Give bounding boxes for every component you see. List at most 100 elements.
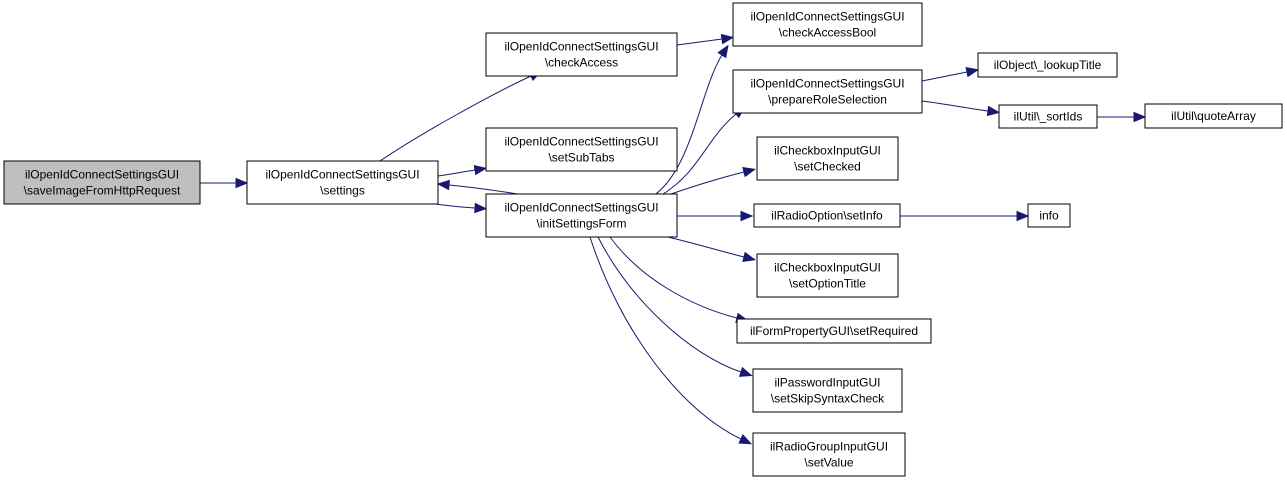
edge-initSettingsForm-to-setSkipSyntaxCheck [597, 236, 753, 377]
edge-line [670, 171, 745, 195]
node-label-line: ilOpenIdConnectSettingsGUI [504, 201, 658, 215]
arrowhead-icon [717, 44, 729, 59]
arrowhead-icon [738, 366, 753, 377]
node-label-line: ilOpenIdConnectSettingsGUI [25, 168, 179, 182]
node-label-line: ilFormPropertyGUI\setRequired [750, 324, 918, 338]
node-label-line: ilObject\_lookupTitle [994, 58, 1102, 72]
edge-root-to-settings [200, 177, 249, 189]
node-box [485, 32, 678, 77]
edge-line [667, 236, 745, 258]
node-lookupTitle[interactable]: ilObject\_lookupTitle [977, 52, 1118, 78]
edge-initSettingsForm-to-setInfo [677, 210, 754, 222]
edge-checkAccess-to-checkAccessBool [676, 33, 735, 46]
arrowhead-icon [436, 179, 450, 191]
arrowhead-icon [742, 166, 756, 178]
edge-initSettingsForm-to-setValue [589, 236, 753, 445]
node-box [756, 136, 899, 181]
call-edges [200, 33, 1147, 445]
edge-line [437, 169, 476, 177]
arrowhead-icon [1016, 210, 1030, 222]
node-box [1027, 203, 1071, 228]
edge-line [659, 113, 737, 197]
edge-line [609, 236, 738, 319]
node-initSettingsForm[interactable]: ilOpenIdConnectSettingsGUI\initSettingsF… [485, 193, 678, 238]
node-label-line: ilCheckboxInputGUI [774, 261, 881, 275]
edge-prepareRoleSelection-to-lookupTitle [921, 66, 980, 82]
node-label-line: ilRadioOption\setInfo [771, 209, 883, 223]
arrowhead-icon [720, 33, 735, 45]
call-nodes: ilOpenIdConnectSettingsGUI \saveImageFrom… [3, 2, 1283, 477]
edge-settings-to-setSubTabs [437, 164, 488, 177]
node-label-line: \checkAccess [545, 56, 618, 70]
node-box [732, 69, 923, 114]
node-box [485, 127, 678, 172]
edge-line [676, 38, 723, 46]
arrowhead-icon [474, 202, 488, 214]
node-label-line: ilCheckboxInputGUI [774, 144, 881, 158]
node-sortIds[interactable]: ilUtil\_sortIds [998, 104, 1098, 129]
edge-line [921, 71, 968, 82]
node-setSubTabs[interactable]: ilOpenIdConnectSettingsGUI \setSubTabs [485, 127, 678, 172]
node-label-line: ilUtil\quoteArray [1171, 109, 1256, 123]
node-box [3, 160, 201, 205]
node-label-line: ilOpenIdConnectSettingsGUI [504, 135, 658, 149]
node-setRequired[interactable]: ilFormPropertyGUI\setRequired [736, 318, 932, 344]
node-label-line: \setValue [804, 456, 853, 470]
node-label-line: ilOpenIdConnectSettingsGUI [504, 40, 658, 54]
node-setValue[interactable]: ilRadioGroupInputGUI \setValue [752, 432, 906, 477]
node-root[interactable]: ilOpenIdConnectSettingsGUI \saveImageFrom… [3, 160, 201, 205]
node-label-line: \saveImageFromHttpRequest [24, 184, 181, 198]
node-label-line: ilOpenIdConnectSettingsGUI [750, 77, 904, 91]
edge-sortIds-to-quoteArray [1097, 111, 1147, 123]
arrowhead-icon [738, 434, 753, 445]
edge-initSettingsForm-to-setChecked [670, 166, 756, 195]
arrowhead-icon [742, 251, 756, 263]
node-checkAccess[interactable]: ilOpenIdConnectSettingsGUI \checkAccess [485, 32, 678, 77]
node-label-line: ilOpenIdConnectSettingsGUI [265, 168, 419, 182]
node-box [998, 104, 1098, 129]
node-box [977, 52, 1118, 78]
arrowhead-icon [473, 164, 488, 176]
node-label-line: \setOptionTitle [789, 277, 866, 291]
node-label-line: \prepareRoleSelection [768, 93, 887, 107]
node-quoteArray[interactable]: ilUtil\quoteArray [1144, 103, 1283, 129]
node-setSkipSyntaxCheck[interactable]: ilPasswordInputGUI\setSkipSyntaxCheck [752, 368, 903, 413]
node-setInfo[interactable]: ilRadioOption\setInfo [753, 203, 901, 228]
node-prepareRoleSelection[interactable]: ilOpenIdConnectSettingsGUI \prepareRoleSe… [732, 69, 923, 114]
node-setOptionTitle[interactable]: ilCheckboxInputGUI \setOptionTitle [756, 253, 899, 298]
node-box [752, 368, 903, 413]
edge-initSettingsForm-to-checkAccessBool [652, 44, 729, 197]
edge-line [379, 75, 532, 162]
node-settings[interactable]: ilOpenIdConnectSettingsGUI \settings [246, 160, 439, 205]
arrowhead-icon [965, 66, 980, 78]
node-box [753, 203, 901, 228]
node-label-line: \setSubTabs [548, 151, 614, 165]
node-label-line: ilRadioGroupInputGUI [770, 440, 888, 454]
node-info[interactable]: info [1027, 203, 1071, 228]
node-label-line: info [1039, 209, 1059, 223]
node-box [752, 432, 906, 477]
edge-line [652, 54, 723, 197]
edge-initSettingsForm-to-setRequired [609, 236, 749, 324]
node-box [1144, 103, 1283, 129]
node-box [736, 318, 932, 344]
node-label-line: \setSkipSyntaxCheck [771, 392, 885, 406]
edge-setInfo-to-info [900, 210, 1030, 222]
node-box [246, 160, 439, 205]
node-box [756, 253, 899, 298]
node-label-line: \setChecked [794, 160, 861, 174]
node-checkAccessBool[interactable]: ilOpenIdConnectSettingsGUI\checkAccessBo… [732, 2, 923, 47]
arrowhead-icon [740, 210, 754, 222]
node-label-line: ilOpenIdConnectSettingsGUI [750, 10, 904, 24]
node-box [732, 2, 923, 47]
arrowhead-icon [1133, 111, 1147, 123]
node-setChecked[interactable]: ilCheckboxInputGUI \setChecked [756, 136, 899, 181]
edge-line [589, 236, 742, 440]
edge-prepareRoleSelection-to-sortIds [921, 100, 1001, 117]
node-label-line: \settings [320, 184, 365, 198]
arrowhead-icon [235, 177, 249, 189]
edge-initSettingsForm-to-setOptionTitle [667, 236, 756, 263]
arrowhead-icon [986, 105, 1001, 117]
node-label-line: ilUtil\_sortIds [1014, 110, 1083, 124]
